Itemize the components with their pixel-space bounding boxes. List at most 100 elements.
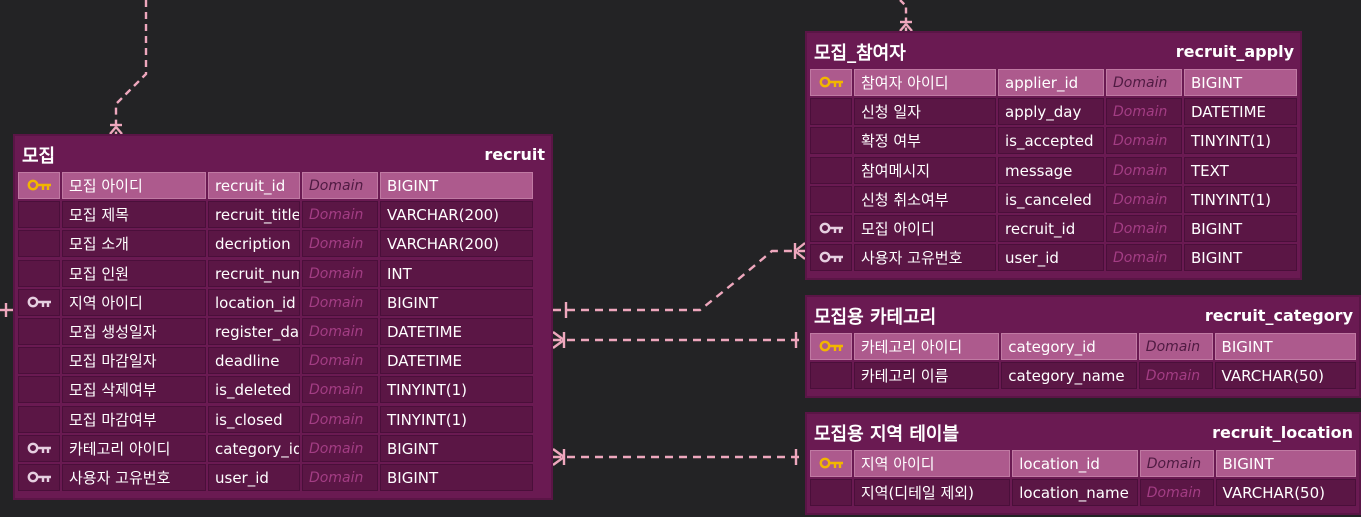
column-logical-name: 지역 아이디 (853, 450, 1011, 477)
column-physical-name: recruit_title (208, 201, 300, 229)
key-cell (18, 201, 60, 229)
column-physical-name: recruit_id (208, 172, 300, 199)
column-physical-name: location_name (1012, 479, 1138, 507)
column-logical-name: 모집 생성일자 (62, 317, 206, 345)
entity-header[interactable]: 모집 recruit (15, 136, 551, 172)
column-physical-name: applier_id (998, 69, 1104, 96)
column-type: DATETIME (1184, 98, 1297, 126)
foreign-key-icon (819, 251, 843, 263)
column-domain: Domain (302, 201, 378, 229)
column-logical-name: 참여메시지 (854, 156, 996, 184)
key-cell (810, 185, 852, 213)
column-physical-name: location_id (208, 288, 300, 316)
key-cell (810, 362, 852, 390)
relationship-line[interactable] (899, 0, 913, 32)
entity-header[interactable]: 모집_참여자 recruit_apply (807, 33, 1300, 69)
column-logical-name: 모집 제목 (62, 201, 206, 229)
column-domain: Domain (302, 288, 378, 316)
foreign-key-icon (819, 222, 843, 234)
column-domain: Domain (1106, 156, 1182, 184)
column-domain: Domain (302, 259, 378, 287)
key-cell (18, 288, 60, 316)
key-cell (18, 347, 60, 375)
column-type: VARCHAR(50) (1215, 479, 1356, 507)
key-cell (810, 156, 852, 184)
foreign-key-icon (27, 471, 51, 483)
relationship-line[interactable] (0, 303, 14, 317)
column-logical-name: 카테고리 아이디 (853, 333, 1000, 360)
column-physical-name: is_deleted (208, 376, 300, 404)
key-cell (18, 463, 60, 491)
column-domain: Domain (1106, 214, 1182, 242)
column-physical-name: user_id (998, 244, 1104, 272)
entity-header[interactable]: 모집용 지역 테이블 recruit_location (807, 414, 1359, 450)
entity-physical-name: recruit (484, 145, 545, 164)
relationship-line[interactable] (553, 242, 806, 318)
entity-header[interactable]: 모집용 카테고리 recruit_category (807, 297, 1359, 333)
column-type: BIGINT (1214, 333, 1356, 360)
column-logical-name: 신청 취소여부 (854, 185, 996, 213)
column-physical-name: category_id (1001, 333, 1137, 360)
column-type: TEXT (1184, 156, 1297, 184)
column-type: VARCHAR(50) (1214, 362, 1356, 390)
relationship-line[interactable] (552, 331, 805, 349)
column-domain: Domain (302, 463, 378, 491)
key-cell (18, 259, 60, 287)
column-domain: Domain (302, 317, 378, 345)
column-logical-name: 신청 일자 (854, 98, 996, 126)
key-cell (18, 434, 60, 462)
entity-physical-name: recruit_category (1204, 306, 1353, 325)
relationship-line[interactable] (109, 0, 148, 135)
column-logical-name: 확정 여부 (854, 127, 996, 155)
key-cell (810, 214, 852, 242)
column-type: DATETIME (380, 317, 533, 345)
column-physical-name: register_day (208, 317, 300, 345)
column-type: BIGINT (380, 463, 533, 491)
column-domain: Domain (1106, 244, 1182, 272)
column-type: TINYINT(1) (1184, 127, 1297, 155)
column-domain: Domain (1139, 450, 1214, 477)
entity-physical-name: recruit_location (1212, 423, 1353, 442)
column-domain: Domain (302, 434, 378, 462)
column-physical-name: apply_day (998, 98, 1104, 126)
primary-key-icon (819, 76, 843, 88)
foreign-key-icon (27, 296, 51, 308)
column-physical-name: category_name (1001, 362, 1137, 390)
relationship-line[interactable] (552, 448, 805, 466)
key-cell (810, 127, 852, 155)
entity-logical-name: 모집_참여자 (814, 43, 906, 64)
key-cell (18, 317, 60, 345)
column-logical-name: 사용자 고유번호 (62, 463, 206, 491)
key-cell (18, 376, 60, 404)
column-domain: Domain (302, 376, 378, 404)
